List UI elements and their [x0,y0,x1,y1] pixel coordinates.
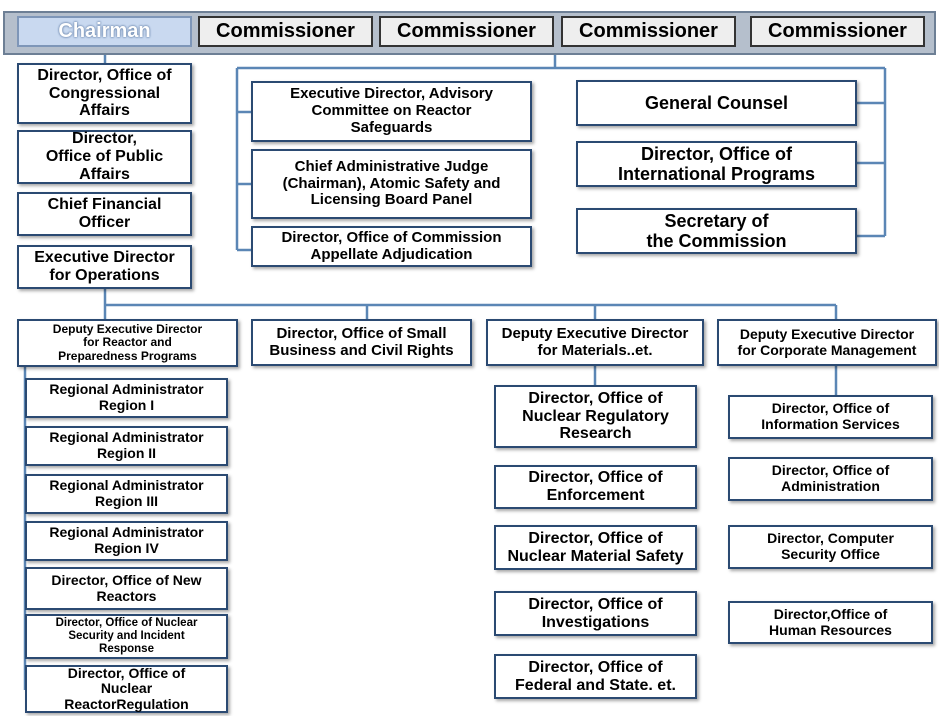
deputy-materials-box: Deputy Executive Director for Materials.… [486,319,704,366]
secretary-commission-box: Secretary of the Commission [576,208,857,254]
commissioner-box: Commissioner [198,16,373,47]
commissioner-box: Commissioner [750,16,925,47]
material-safety-box: Director, Office of Nuclear Material Saf… [494,525,697,570]
executive-director-operations-box: Executive Director for Operations [17,245,192,289]
international-programs-box: Director, Office of International Progra… [576,141,857,187]
chief-financial-officer-box: Chief Financial Officer [17,192,192,236]
public-affairs-box: Director, Office of Public Affairs [17,130,192,184]
investigations-box: Director, Office of Investigations [494,591,697,636]
region-2-box: Regional Administrator Region II [25,426,228,466]
enforcement-box: Director, Office of Enforcement [494,465,697,509]
nuclear-security-box: Director, Office of Nuclear Security and… [25,614,228,659]
atomic-safety-board-box: Chief Administrative Judge (Chairman), A… [251,149,532,219]
region-1-box: Regional Administrator Region I [25,378,228,418]
computer-security-box: Director, Computer Security Office [728,525,933,569]
appellate-adjudication-box: Director, Office of Commission Appellate… [251,226,532,267]
reactor-regulation-box: Director, Office of Nuclear ReactorRegul… [25,665,228,713]
administration-box: Director, Office of Administration [728,457,933,501]
congressional-affairs-box: Director, Office of Congressional Affair… [17,63,192,124]
small-business-box: Director, Office of Small Business and C… [251,319,472,366]
region-4-box: Regional Administrator Region IV [25,521,228,561]
chairman-box: Chairman [17,16,192,47]
federal-state-box: Director, Office of Federal and State. e… [494,654,697,699]
deputy-reactor-box: Deputy Executive Director for Reactor an… [17,319,238,367]
commissioner-box: Commissioner [561,16,736,47]
general-counsel-box: General Counsel [576,80,857,126]
advisory-committee-box: Executive Director, Advisory Committee o… [251,81,532,142]
deputy-corporate-box: Deputy Executive Director for Corporate … [717,319,937,366]
new-reactors-box: Director, Office of New Reactors [25,567,228,610]
region-3-box: Regional Administrator Region III [25,474,228,514]
human-resources-box: Director,Office of Human Resources [728,601,933,644]
information-services-box: Director, Office of Information Services [728,395,933,439]
commissioner-box: Commissioner [379,16,554,47]
regulatory-research-box: Director, Office of Nuclear Regulatory R… [494,385,697,448]
